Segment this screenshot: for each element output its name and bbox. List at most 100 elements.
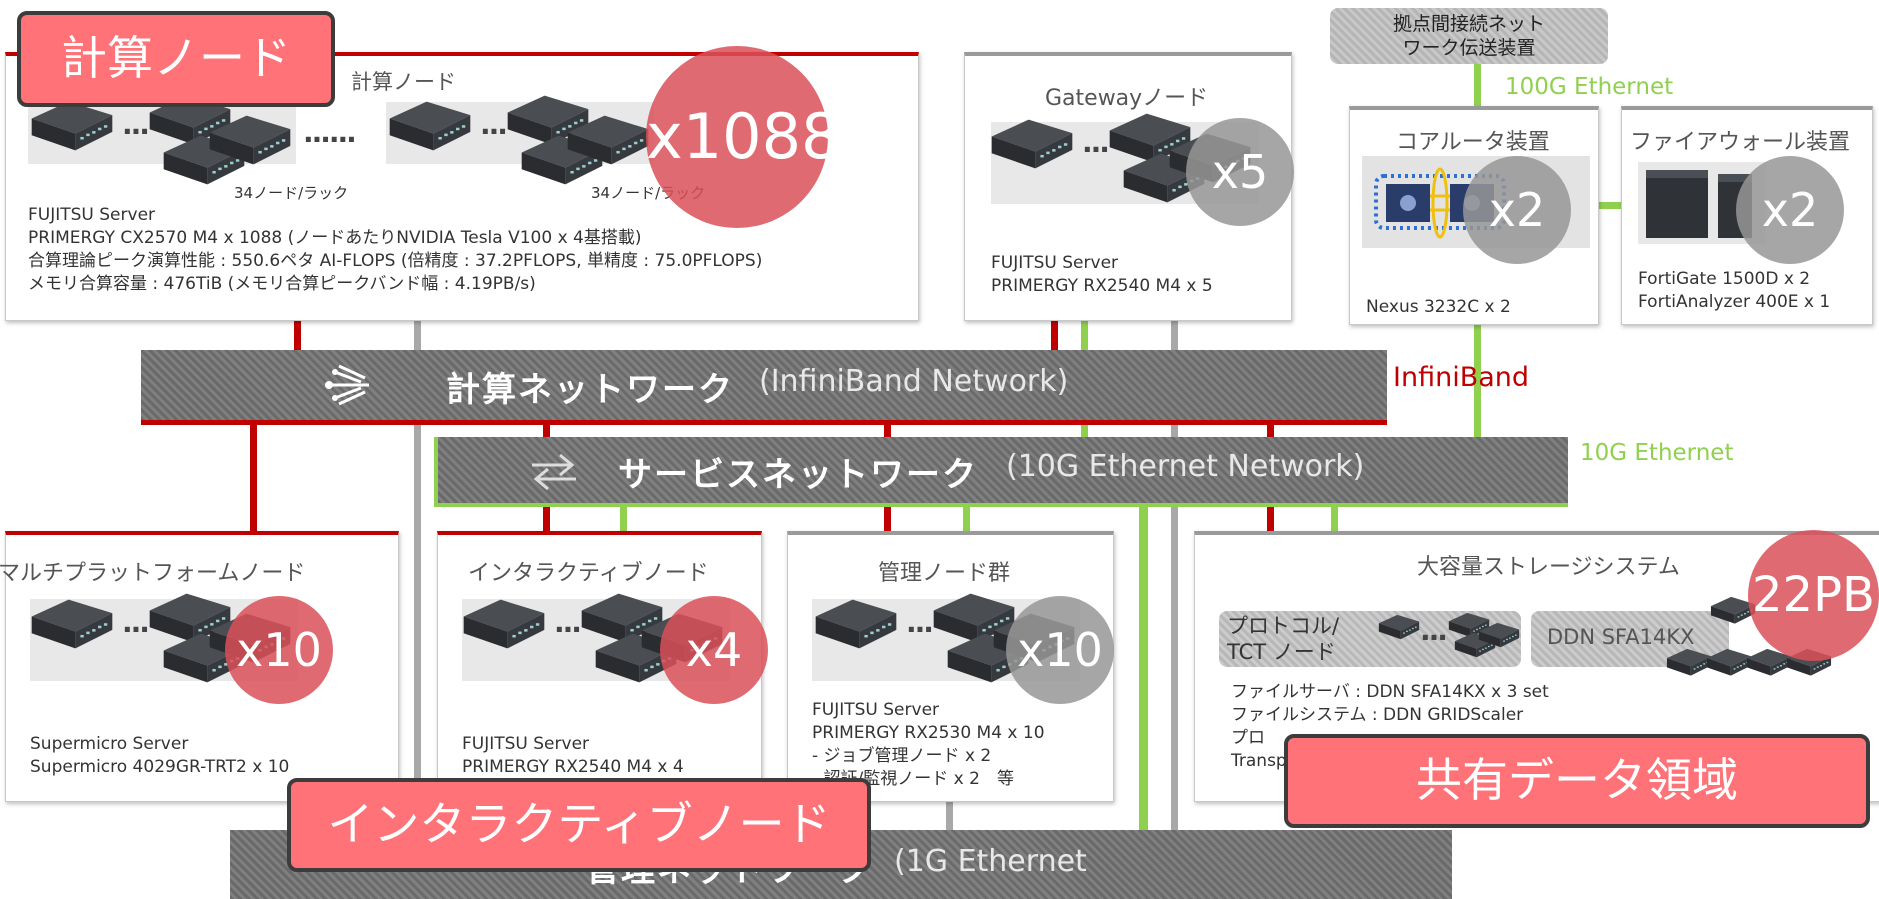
spec-line: FortiAnalyzer 400E x 1 xyxy=(1638,292,1831,312)
compute-node-title: 計算ノード xyxy=(351,70,456,94)
firewall-area xyxy=(1638,162,1766,244)
core-router-model: Nexus 3232C x 2 xyxy=(1366,297,1511,317)
spec-line: - ジョブ管理ノード x 2 xyxy=(812,746,992,766)
gateway-node-specs: FUJITSU Server PRIMERGY RX2540 M4 x 5 xyxy=(991,252,1213,298)
storage-specs: ファイルサーバ : DDN SFA14KX x 3 set ファイルシステム :… xyxy=(1231,681,1549,773)
spec-line: FUJITSU Server xyxy=(812,700,940,720)
gateway-node-title: Gatewayノード xyxy=(1045,86,1209,111)
link-label-100g: 100G Ethernet xyxy=(1505,74,1674,100)
spec-line: プロ xyxy=(1231,728,1265,748)
wan-label: ワーク伝送装置 xyxy=(1402,37,1536,59)
server-icon xyxy=(149,593,231,643)
protocol-label: TCT ノード xyxy=(1227,640,1336,664)
management-network-subtitle: (1G Ethernet xyxy=(894,844,1087,879)
mgmt-link-gateway xyxy=(1171,318,1178,538)
wan-label: 拠点間接続ネット xyxy=(1392,13,1545,35)
compute-network-name: 計算ネットワーク xyxy=(446,370,734,410)
interactive-node-title: インタラクティブノード xyxy=(468,561,709,586)
ellipsis: ...... xyxy=(303,116,357,149)
exchange-arrows-icon xyxy=(532,453,576,491)
spec-line: Transp xyxy=(1231,751,1287,771)
ib-link-compute xyxy=(294,318,301,352)
server-icon xyxy=(1478,622,1520,648)
server-icon xyxy=(209,115,291,165)
storage-system-title: 大容量ストレージシステム xyxy=(1417,555,1680,580)
server-icon xyxy=(581,593,663,643)
service-network-band: サービスネットワーク (10G Ethernet Network) xyxy=(434,437,1568,507)
server-icon xyxy=(1109,113,1191,163)
rack-label: 34ノード/ラック xyxy=(234,184,349,202)
ellipsis: ... xyxy=(906,606,934,639)
eth-link-wan xyxy=(1474,64,1481,108)
mgmt-link-left xyxy=(414,388,421,808)
interactive-node-callout: インタラクティブノード xyxy=(287,778,871,872)
spec-line: 合算理論ピーク演算性能 : 550.6ペタ AI-FLOPS (倍精度 : 37… xyxy=(28,251,763,271)
multiplatform-specs: Supermicro Server Supermicro 4029GR-TRT2… xyxy=(30,733,289,779)
core-router-count-badge: x2 xyxy=(1463,156,1571,264)
protocol-label: プロトコル/ xyxy=(1227,614,1340,638)
link-label-infiniband: InfiniBand xyxy=(1393,362,1530,393)
network-icon xyxy=(325,364,369,406)
server-icon xyxy=(31,599,113,649)
spec-line: PRIMERGY RX2530 M4 x 10 xyxy=(812,723,1045,743)
interactive-count-badge: x4 xyxy=(660,596,768,704)
server-icon xyxy=(507,95,589,145)
spec-line: FUJITSU Server xyxy=(991,253,1119,273)
spec-line: FUJITSU Server xyxy=(28,205,156,225)
server-icon xyxy=(991,119,1073,169)
spec-line: ファイルサーバ : DDN SFA14KX x 3 set xyxy=(1231,682,1549,702)
mgmt-link-compute xyxy=(414,318,421,352)
spec-line: PRIMERGY RX2540 M4 x 4 xyxy=(462,757,684,777)
server-icon xyxy=(31,101,113,151)
spec-line: Supermicro Server xyxy=(30,734,189,754)
compute-network-subtitle: (InfiniBand Network) xyxy=(759,364,1069,399)
mgmt-link-main xyxy=(1171,500,1178,830)
ib-link-management xyxy=(884,500,891,534)
eth-link-fw xyxy=(1597,202,1621,209)
spec-line: PRIMERGY RX2540 M4 x 5 xyxy=(991,276,1213,296)
compute-node-specs: FUJITSU Server PRIMERGY CX2570 M4 x 1088… xyxy=(28,204,762,296)
firewall-specs: FortiGate 1500D x 2 FortiAnalyzer 400E x… xyxy=(1638,268,1830,314)
ib-link-multiplatform xyxy=(250,388,257,533)
management-specs: FUJITSU Server PRIMERGY RX2530 M4 x 10 -… xyxy=(812,699,1045,791)
firewall-icon xyxy=(1646,170,1752,238)
ib-link-gateway xyxy=(1051,318,1058,352)
server-icon xyxy=(567,115,649,165)
compute-count-badge: x1088 xyxy=(646,46,840,228)
server-icon xyxy=(1746,648,1792,676)
compute-node-callout: 計算ノード xyxy=(17,11,335,107)
management-node-title: 管理ノード群 xyxy=(878,561,1011,586)
server-icon xyxy=(389,101,471,151)
management-count-badge: x10 xyxy=(1006,596,1114,704)
spec-line: FortiGate 1500D x 2 xyxy=(1638,269,1811,289)
ellipsis: ... xyxy=(554,606,582,639)
multiplatform-node-title: マルチプラットフォームノード xyxy=(0,561,306,586)
spec-line: Supermicro 4029GR-TRT2 x 10 xyxy=(30,757,290,777)
server-icon xyxy=(933,593,1015,643)
ib-link-interactive xyxy=(543,500,550,534)
eth-link-main xyxy=(1139,500,1148,830)
compute-network-band: 計算ネットワーク (InfiniBand Network) xyxy=(141,350,1387,425)
ellipsis: ... xyxy=(1420,614,1448,647)
firewall-count-badge: x2 xyxy=(1736,156,1844,264)
spec-line: メモリ合算容量 : 476TiB (メモリ合算ピークバンド幅 : 4.19PB/… xyxy=(28,274,536,294)
ddn-label: DDN SFA14KX xyxy=(1547,625,1695,649)
spec-line: PRIMERGY CX2570 M4 x 1088 (ノードあたりNVIDIA … xyxy=(28,228,642,248)
multiplatform-count-badge: x10 xyxy=(225,596,333,704)
eth-link-management xyxy=(963,500,970,534)
protocol-node-label: プロトコル/ TCT ノード xyxy=(1227,613,1339,665)
ib-link-storage xyxy=(1267,500,1274,534)
interactive-specs: FUJITSU Server PRIMERGY RX2540 M4 x 4 xyxy=(462,733,684,779)
wan-transport-device: 拠点間接続ネット ワーク伝送装置 xyxy=(1330,8,1608,64)
mgmt-link-mgmt-nodes xyxy=(946,795,953,830)
server-icon xyxy=(1448,612,1490,638)
eth-link-interactive xyxy=(620,500,627,534)
spec-line: FUJITSU Server xyxy=(462,734,590,754)
server-icon xyxy=(1378,614,1420,640)
ellipsis: ... xyxy=(122,108,150,141)
server-icon xyxy=(1666,648,1712,676)
server-icon xyxy=(815,599,897,649)
ellipsis: ... xyxy=(122,606,150,639)
firewall-title: ファイアウォール装置 xyxy=(1630,130,1851,155)
service-network-name: サービスネットワーク xyxy=(618,455,978,495)
